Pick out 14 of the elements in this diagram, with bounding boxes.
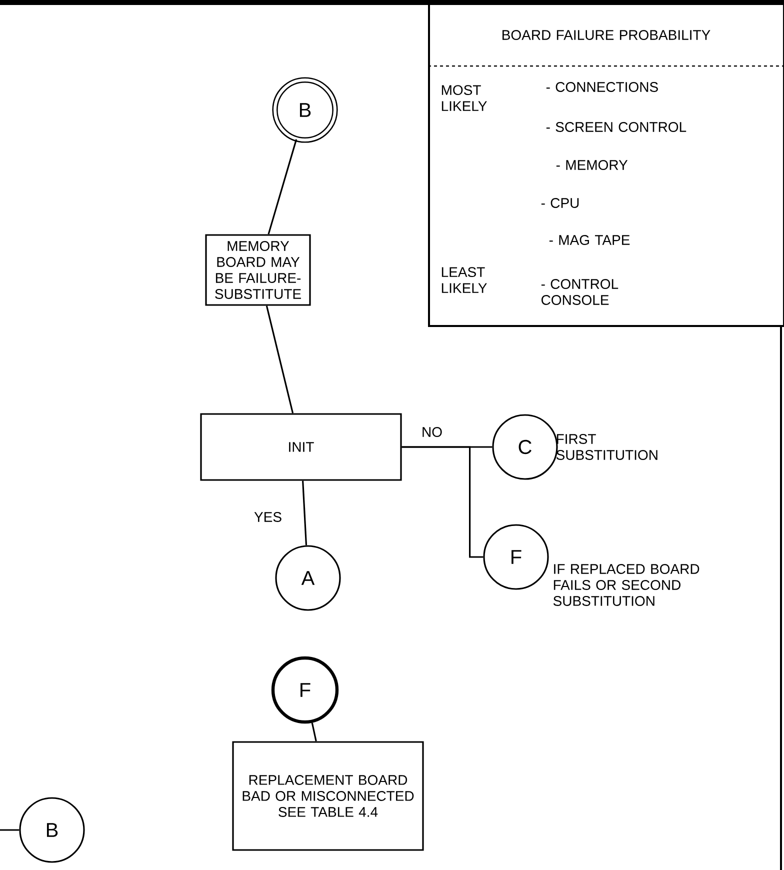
edge-label: YES <box>253 511 283 523</box>
connector-line <box>0 829 20 831</box>
connector-line <box>268 139 298 234</box>
edge-label: NO <box>420 426 444 438</box>
connector-line <box>402 446 484 558</box>
process-box: REPLACEMENT BOARD BAD OR MISCONNECTED SEE TABLE 4.4 <box>232 741 424 851</box>
connector-line <box>302 480 308 546</box>
connector-line <box>311 722 317 742</box>
probability-table: BOARD FAILURE PROBABILITY MOST LIKELY - CONNECTIONS - SCREEN CONTROL - MEMORY - CPU - MAG TAPE LEAST LIKELY - CONTROL CONSOLE <box>428 0 784 327</box>
connector-line <box>266 306 294 414</box>
process-box: MEMORY BOARD MAY BE FAILURE- SUBSTITUTE <box>205 234 311 306</box>
note-text: IF REPLACED BOARD FAILS OR SECOND SUBSTITUTION <box>553 564 700 606</box>
note-text: FIRST SUBSTITUTION <box>556 434 658 460</box>
process-box: INIT <box>200 413 402 481</box>
